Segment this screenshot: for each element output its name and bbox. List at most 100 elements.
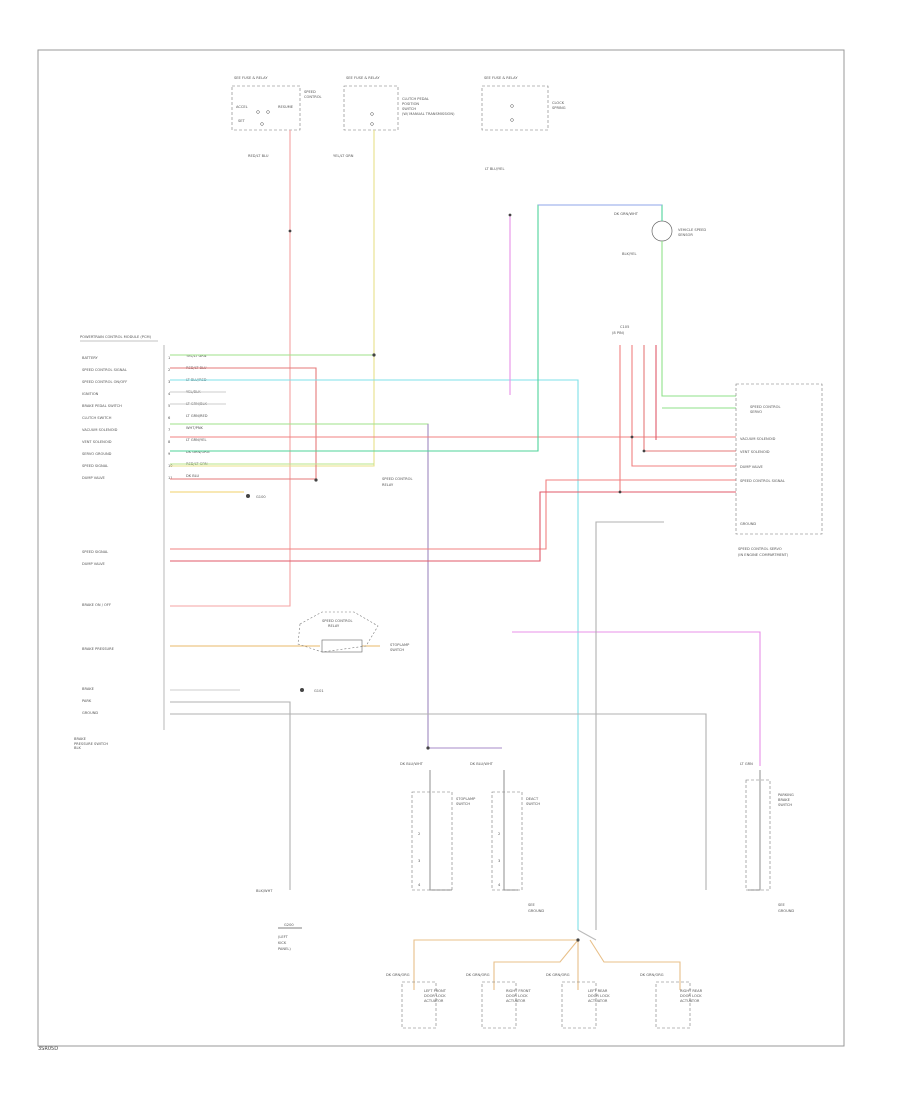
svg-text:DK GRN/ORG: DK GRN/ORG xyxy=(546,973,570,977)
svg-text:DUMP VALVE: DUMP VALVE xyxy=(82,476,106,480)
svg-text:SPEED: SPEED xyxy=(304,90,316,94)
svg-text:DUMP VALVE: DUMP VALVE xyxy=(740,465,764,469)
svg-text:PARK: PARK xyxy=(82,699,92,703)
mid-module-1: DK BLU/WHT STOPLAMP SWITCH 2 3 4 xyxy=(400,762,476,891)
svg-text:4: 4 xyxy=(418,883,421,887)
page-id: 3SR05D xyxy=(38,1046,59,1052)
svg-text:SPEED CONTROL SIGNAL: SPEED CONTROL SIGNAL xyxy=(82,368,127,372)
svg-text:4: 4 xyxy=(498,883,501,887)
svg-text:SENSOR: SENSOR xyxy=(678,233,693,237)
svg-text:SWITCH: SWITCH xyxy=(402,107,416,111)
connector-dots xyxy=(246,213,646,942)
svg-text:DK GRN/ORG: DK GRN/ORG xyxy=(640,973,664,977)
svg-text:G200: G200 xyxy=(284,923,294,927)
svg-text:DEACT: DEACT xyxy=(526,797,539,801)
speed-control-switch-box: SEE FUSE & RELAY SPEED CONTROL ACCEL RES… xyxy=(231,76,322,131)
svg-text:ACTUATOR: ACTUATOR xyxy=(424,999,444,1003)
svg-text:SEE FUSE & RELAY: SEE FUSE & RELAY xyxy=(484,76,518,80)
svg-text:3: 3 xyxy=(418,859,420,863)
bottom-switch-2: DK GRN/ORG RIGHT FRONT DOOR LOCK ACTUATO… xyxy=(466,973,531,1029)
svg-text:BRAKE: BRAKE xyxy=(74,737,87,741)
svg-text:GROUND: GROUND xyxy=(778,909,794,913)
svg-text:SPEED CONTROL ON/OFF: SPEED CONTROL ON/OFF xyxy=(82,380,127,384)
svg-text:C105: C105 xyxy=(620,325,629,329)
svg-text:KICK: KICK xyxy=(278,941,287,945)
svg-text:YEL/LT GRN: YEL/LT GRN xyxy=(333,154,354,158)
svg-text:RELAY: RELAY xyxy=(328,624,340,628)
ground-g200: BLK/WHT G200 (LEFT KICK PANEL) xyxy=(256,889,302,951)
svg-text:SWITCH: SWITCH xyxy=(778,803,792,807)
svg-text:9: 9 xyxy=(168,452,171,456)
svg-text:DK BLU: DK BLU xyxy=(186,474,200,478)
svg-text:8: 8 xyxy=(168,440,171,444)
svg-text:GROUND: GROUND xyxy=(82,711,98,715)
svg-text:ACTUATOR: ACTUATOR xyxy=(680,999,700,1003)
svg-text:PARKING: PARKING xyxy=(778,793,794,797)
svg-text:ACCEL: ACCEL xyxy=(236,105,248,109)
svg-text:1: 1 xyxy=(168,356,170,360)
svg-text:SEE: SEE xyxy=(528,903,536,907)
svg-text:(W/ MANUAL TRANSMISSION): (W/ MANUAL TRANSMISSION) xyxy=(402,112,455,116)
svg-text:CLOCK: CLOCK xyxy=(552,101,565,105)
svg-text:G101: G101 xyxy=(314,689,324,693)
svg-text:WHT/PNK: WHT/PNK xyxy=(186,426,204,430)
clock-spring-box: SEE FUSE & RELAY CLOCK SPRING xyxy=(481,76,566,131)
svg-text:DK GRN/ORG: DK GRN/ORG xyxy=(386,973,410,977)
svg-text:RED/LT BLU: RED/LT BLU xyxy=(248,154,269,158)
svg-text:LT BLU/YEL: LT BLU/YEL xyxy=(485,167,504,171)
svg-text:CONTROL: CONTROL xyxy=(304,95,322,99)
svg-text:DOOR LOCK: DOOR LOCK xyxy=(424,994,446,998)
svg-text:G100: G100 xyxy=(256,495,266,499)
servo-connector: C105 (8 PIN) xyxy=(612,325,629,335)
svg-text:CLUTCH PEDAL: CLUTCH PEDAL xyxy=(402,97,429,101)
svg-text:(8 PIN): (8 PIN) xyxy=(612,331,625,335)
svg-text:SPEED SIGNAL: SPEED SIGNAL xyxy=(82,550,108,554)
svg-text:ACTUATOR: ACTUATOR xyxy=(506,999,526,1003)
svg-text:DK BLU/WHT: DK BLU/WHT xyxy=(400,762,424,766)
svg-text:6: 6 xyxy=(168,416,171,420)
svg-text:SERVO GROUND: SERVO GROUND xyxy=(82,452,112,456)
svg-text:SEE FUSE & RELAY: SEE FUSE & RELAY xyxy=(346,76,380,80)
svg-text:2: 2 xyxy=(418,832,420,836)
svg-text:LEFT FRONT: LEFT FRONT xyxy=(424,989,447,993)
diagram-frame xyxy=(37,49,845,1047)
svg-text:LT GRN/YEL: LT GRN/YEL xyxy=(186,438,207,442)
svg-text:(IN ENGINE COMPARTMENT): (IN ENGINE COMPARTMENT) xyxy=(738,553,789,557)
svg-text:BLK: BLK xyxy=(74,746,81,750)
svg-text:YEL/LT GRN: YEL/LT GRN xyxy=(186,354,207,358)
speed-control-relay: SPEED CONTROL RELAY STOPLAMP SWITCH xyxy=(297,611,410,653)
svg-text:DOOR LOCK: DOOR LOCK xyxy=(680,994,702,998)
svg-text:PRESSURE SWITCH: PRESSURE SWITCH xyxy=(74,742,108,746)
svg-text:BLK/WHT: BLK/WHT xyxy=(256,889,273,893)
wire-harness xyxy=(170,130,761,990)
svg-text:11: 11 xyxy=(168,476,173,480)
svg-text:STOPLAMP: STOPLAMP xyxy=(390,643,410,647)
svg-text:PANEL): PANEL) xyxy=(278,947,291,951)
svg-text:SPRING: SPRING xyxy=(552,106,566,110)
svg-text:3: 3 xyxy=(498,859,500,863)
svg-text:5: 5 xyxy=(168,404,170,408)
svg-text:SPEED CONTROL: SPEED CONTROL xyxy=(750,405,780,409)
parking-brake-switch: LT GRN PARKING BRAKE SWITCH SEE GROUND xyxy=(740,762,794,913)
svg-text:SPEED CONTROL: SPEED CONTROL xyxy=(322,619,352,623)
svg-text:(LEFT: (LEFT xyxy=(278,935,289,939)
svg-text:7: 7 xyxy=(168,428,170,432)
svg-text:SPEED CONTROL SERVO: SPEED CONTROL SERVO xyxy=(738,547,782,551)
svg-text:4: 4 xyxy=(168,392,171,396)
svg-text:VACUUM SOLENOID: VACUUM SOLENOID xyxy=(82,428,118,432)
svg-text:CLUTCH SWITCH: CLUTCH SWITCH xyxy=(82,416,112,420)
svg-text:SET: SET xyxy=(238,119,246,123)
svg-text:BRAKE: BRAKE xyxy=(82,687,95,691)
svg-text:RESUME: RESUME xyxy=(278,105,294,109)
svg-text:BRAKE: BRAKE xyxy=(778,798,791,802)
svg-text:DK BLU/WHT: DK BLU/WHT xyxy=(470,762,494,766)
svg-text:POSITION: POSITION xyxy=(402,102,419,106)
svg-text:BATTERY: BATTERY xyxy=(82,356,99,360)
svg-text:RIGHT REAR: RIGHT REAR xyxy=(680,989,703,993)
svg-text:SWITCH: SWITCH xyxy=(390,648,404,652)
svg-text:VEHICLE SPEED: VEHICLE SPEED xyxy=(678,228,706,232)
svg-text:DOOR LOCK: DOOR LOCK xyxy=(506,994,528,998)
svg-text:DOOR LOCK: DOOR LOCK xyxy=(588,994,610,998)
svg-text:VENT SOLENOID: VENT SOLENOID xyxy=(82,440,112,444)
